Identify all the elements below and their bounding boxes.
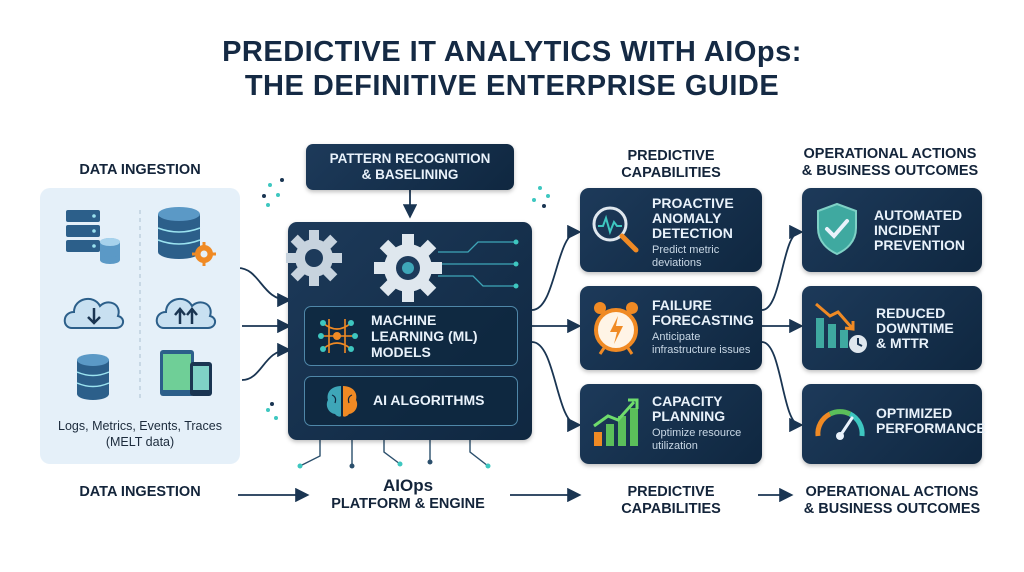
ml-line-2: LEARNING (ML) — [371, 328, 478, 344]
aiops-engine-panel: MACHINE LEARNING (ML) MODELS AI ALGORITH… — [286, 222, 532, 440]
pattern-recognition-box: PATTERN RECOGNITION & BASELINING — [306, 144, 514, 190]
engine-circuits — [438, 239, 519, 289]
neural-network-icon — [318, 319, 358, 353]
bottom-platform-label: AIOps PLATFORM & ENGINE — [331, 476, 485, 512]
database-gear-icon — [157, 207, 216, 266]
title-line-2: THE DEFINITIVE ENTERPRISE GUIDE — [244, 70, 780, 102]
server-icon — [66, 210, 120, 264]
ai-algorithms-label: AI ALGORITHMS — [373, 392, 485, 408]
ingestion-panel: Logs, Metrics, Events, Traces (MELT data… — [40, 188, 240, 464]
alarm-clock-icon — [594, 302, 638, 355]
pattern-line-2: & BASELINING — [361, 167, 459, 182]
brain-icon — [326, 386, 358, 417]
growth-chart-icon — [593, 398, 639, 446]
ai-algorithms-box: AI ALGORITHMS — [304, 376, 518, 426]
gear-icon-large — [374, 234, 442, 302]
ingestion-header: DATA INGESTION — [79, 162, 201, 178]
ml-models-box: MACHINE LEARNING (ML) MODELS — [304, 306, 518, 366]
ingestion-caption: Logs, Metrics, Events, Traces (MELT data… — [58, 419, 222, 449]
pattern-line-1: PATTERN RECOGNITION — [329, 151, 491, 166]
bottom-ingestion-label: DATA INGESTION — [79, 484, 201, 500]
gear-icon — [286, 230, 342, 286]
ml-line-3: MODELS — [371, 344, 431, 360]
declining-chart-icon — [815, 302, 867, 353]
cloud-upload-icon — [155, 297, 216, 329]
magnifier-pulse-icon — [592, 206, 639, 253]
cloud-download-icon — [63, 297, 124, 329]
mobile-devices-icon — [160, 350, 212, 396]
outcomes-header: OPERATIONAL ACTIONS& BUSINESS OUTCOMES — [801, 146, 979, 179]
database-icon — [76, 354, 110, 400]
speedometer-icon — [815, 409, 865, 440]
ml-line-1: MACHINE — [371, 312, 437, 328]
title-line-1: PREDICTIVE IT ANALYTICS WITH AIOps: — [222, 36, 802, 68]
shield-check-icon — [817, 202, 857, 256]
bottom-outcomes-label: OPERATIONAL ACTIONS& BUSINESS OUTCOMES — [803, 484, 981, 517]
